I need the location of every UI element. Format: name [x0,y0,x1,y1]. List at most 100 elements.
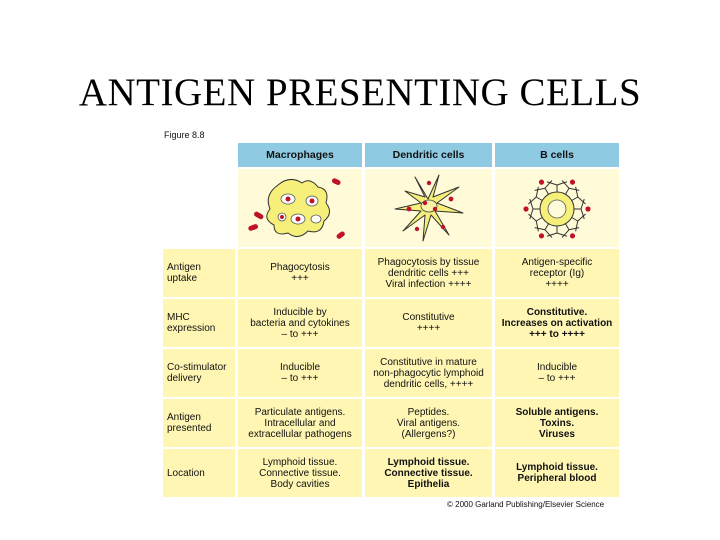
bacterium [336,231,345,239]
row-label-line: presented [167,423,212,434]
cell-text-line: +++ to ++++ [529,328,585,340]
cell-text-line: +++ [291,273,309,284]
receptor-arm [577,196,586,205]
cell-text-line: Phagocytosis by tissue [377,256,480,268]
bacterium [331,178,341,186]
dendritic-antigen [422,200,428,206]
cell-text-line: Inducible [536,362,578,373]
cell-text-line: receptor (Ig) [529,267,585,279]
receptor-stem [535,196,543,201]
cell-text-line: Connective tissue. [259,467,341,479]
receptor-arm [556,232,568,237]
cell-text-line: Inducible by [273,306,327,318]
receptor-arm [577,213,586,222]
dendritic-antigen [426,180,432,186]
receptor-stem [535,217,543,222]
cell-text-line: Phagocytosis [270,262,330,273]
receptor-arm [561,180,570,189]
receptor-arm [534,227,546,231]
cell-text-line: – to +++ [538,373,576,384]
table-cell: Soluble antigens.Toxins.Viruses [495,399,619,447]
cell-text-line: Lymphoid tissue. [516,462,598,473]
dendritic-cell-illustration [394,174,464,242]
cell-text-line: Particulate antigens. [254,406,346,418]
dendritic-antigen [440,224,446,230]
cell-text-line: Constitutive [402,312,455,323]
cell-text-line: Toxins. [539,417,575,429]
receptor-arm [568,187,580,191]
ingested-antigen [285,196,291,202]
table-cell: Lymphoid tissue.Peripheral blood [495,449,619,497]
cell-text-line: dendritic cells +++ [388,267,469,279]
receptor-arm [535,220,539,232]
bound-antigen [538,179,545,185]
cell-text-line: Lymphoid tissue. [262,456,338,468]
receptor-arm [529,208,534,220]
receptor-arm [580,198,585,210]
slide-title: ANTIGEN PRESENTING CELLS [78,71,642,114]
cell-text-line: Connective tissue. [384,467,473,479]
bacterium [254,211,264,220]
cell-text-line: Lymphoid tissue. [387,456,470,468]
table-cell: Constitutive.Increases on activation+++ … [495,299,619,347]
receptor-arm [568,227,580,231]
header-corner [163,143,235,167]
macrophage-image-cell [238,169,362,247]
cell-text-line: Viral infection ++++ [385,278,472,290]
receptor-arm [546,232,558,237]
table-cell: Inducible– to +++ [495,349,619,397]
receptor-stem [544,223,549,231]
cell-text-line: Constitutive. [526,306,588,318]
table-cell: Peptides.Viral antigens.(Allergens?) [365,399,492,447]
receptor-arm [561,229,570,238]
table-cell: Constitutive++++ [365,299,492,347]
receptor-arm [535,186,539,198]
bound-antigen [569,179,576,185]
bound-antigen [585,206,591,212]
row-label-line: delivery [167,373,202,384]
row-label-line: uptake [167,273,198,284]
row-label-line: Antigen [167,412,201,423]
cell-text-line: ++++ [545,278,569,290]
receptor-arm [580,208,585,220]
column-header-b-cells: B cells [495,143,619,167]
column-header-macrophages: Macrophages [238,143,362,167]
receptor-stem [571,196,579,201]
apc-figure: Macrophages Dendritic cells B cells [163,143,619,497]
receptor-stem [571,217,579,222]
bacterium [248,224,259,231]
macrophage-cell-body [266,179,330,237]
table-cell: Phagocytosis+++ [238,249,362,297]
cell-text-line: Peptides. [407,406,450,418]
cell-text-line: Epithelia [407,478,450,490]
dendritic-antigen [448,196,454,202]
dendritic-antigen [432,206,438,212]
figure-label: Figure 8.8 [164,130,205,140]
receptor-stem [544,187,549,195]
b-cell-nucleus [547,199,567,219]
cell-text-line: Viral antigens. [396,417,461,429]
bound-antigen [569,233,576,239]
ingested-antigen [295,216,301,222]
cell-text-line: Increases on activation [501,317,613,329]
row-label: Location [163,449,235,497]
column-header-dendritic-cells: Dendritic cells [365,143,492,167]
receptor-arm [556,181,568,186]
dendritic-antigen [406,206,412,212]
b-cell-image-cell [495,169,619,247]
immunoglobulin-receptors [523,179,591,239]
macrophage-vacuole [310,214,322,224]
receptor-arm [528,196,537,205]
bound-antigen [538,233,545,239]
receptor-stem [565,223,570,231]
macrophage-illustration [248,178,345,239]
cell-text-line: Inducible [279,362,321,373]
receptor-arm [534,187,546,191]
table-cell: Lymphoid tissue.Connective tissue.Body c… [238,449,362,497]
